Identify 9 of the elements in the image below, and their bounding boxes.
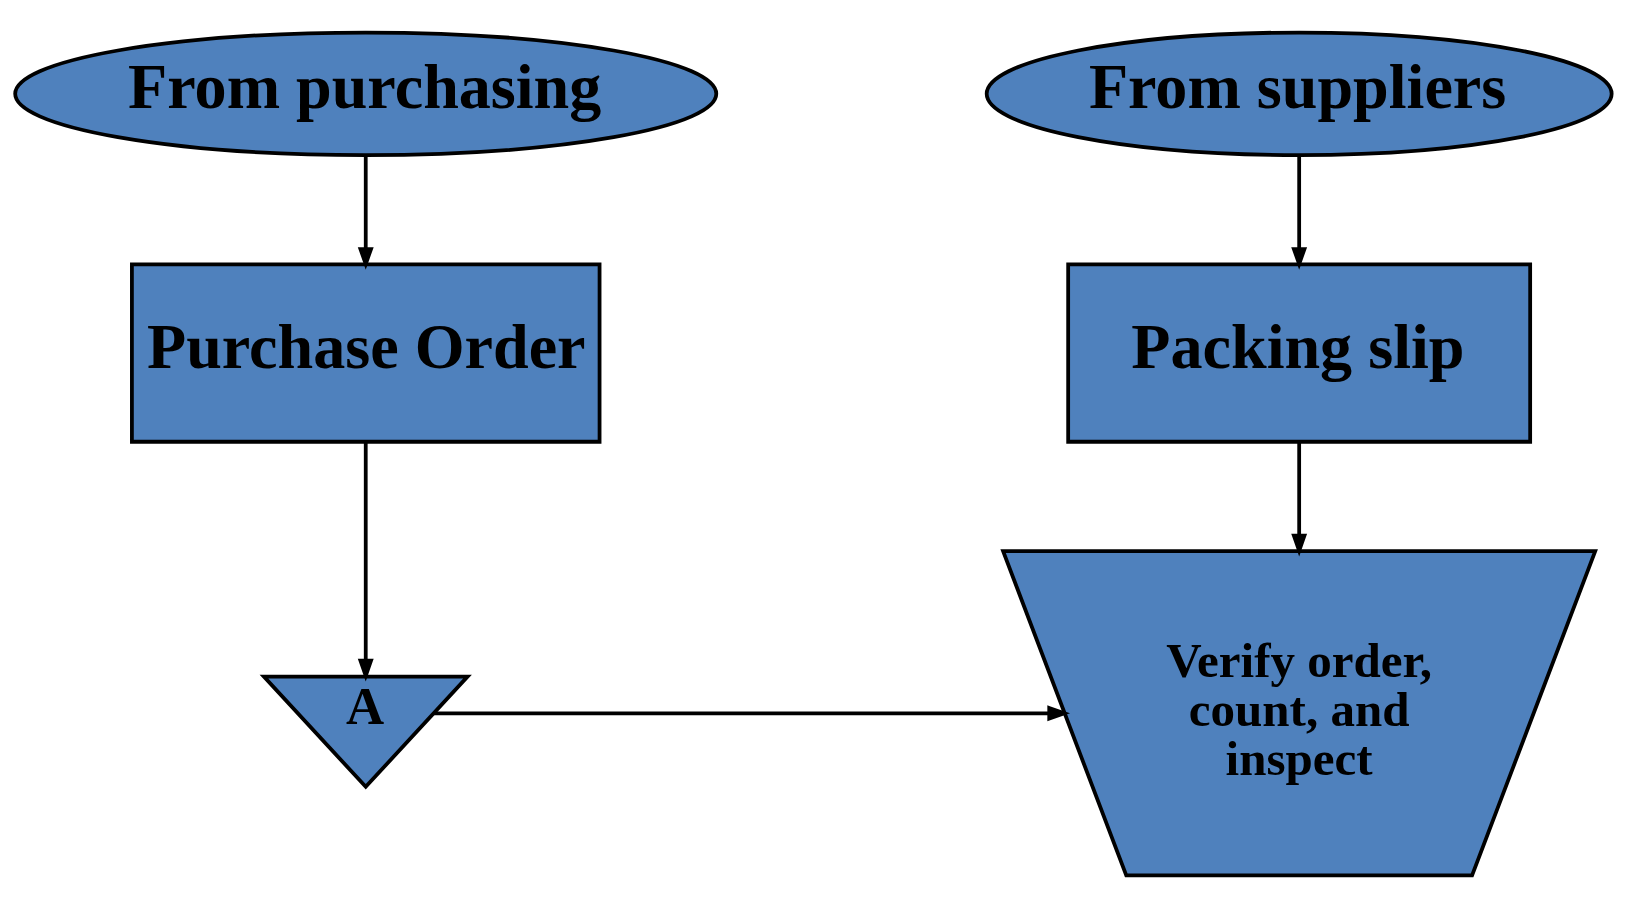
arrow — [1291, 155, 1308, 270]
arrow — [434, 704, 1071, 721]
node-ellipse: From purchasing — [13, 30, 719, 157]
node-box: Packing slip — [1066, 262, 1533, 444]
node-ellipse: From suppliers — [984, 30, 1614, 157]
arrow — [1291, 441, 1308, 556]
node-box: Purchase Order — [130, 262, 602, 444]
arrow — [357, 441, 374, 681]
arrow — [357, 155, 374, 270]
